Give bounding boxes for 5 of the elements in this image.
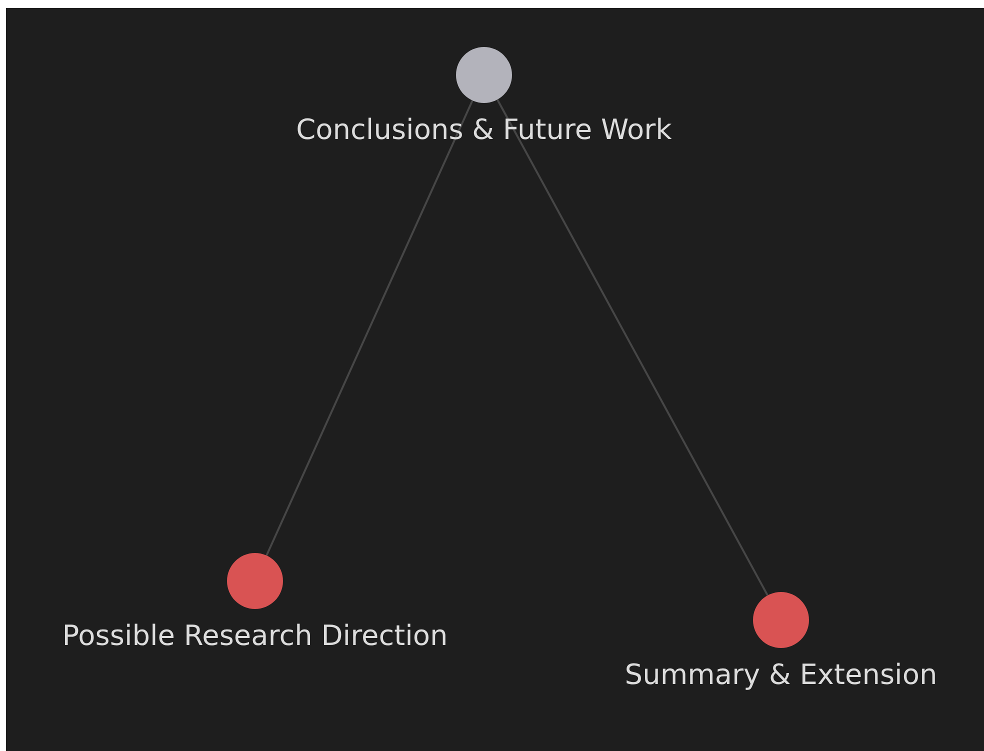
connector-line bbox=[266, 100, 474, 556]
node-label: Conclusions & Future Work bbox=[296, 113, 672, 147]
node-label: Possible Research Direction bbox=[62, 619, 448, 653]
node-label: Summary & Extension bbox=[624, 658, 938, 692]
connector-line bbox=[496, 99, 768, 596]
